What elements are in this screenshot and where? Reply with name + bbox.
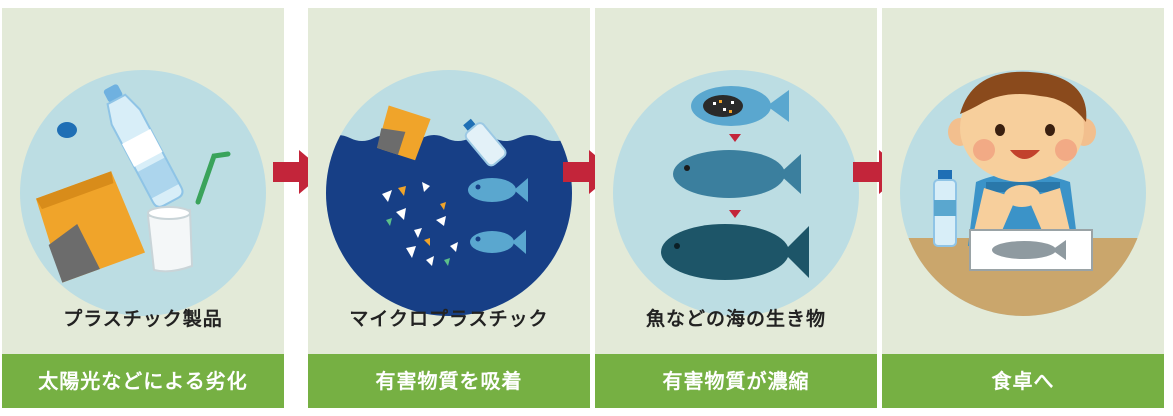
panel-sea-creatures: 魚などの海の生き物 有害物質が濃縮 (595, 8, 877, 408)
panel-label: 魚などの海の生き物 (645, 308, 826, 330)
child-eating-icon (900, 71, 1146, 316)
plastic-cup-icon (146, 206, 194, 273)
panel-bar: 太陽光などによる劣化 (2, 354, 284, 408)
plastic-products-illustration (20, 70, 266, 316)
plastic-bottle-icon (463, 118, 507, 167)
panel-label: プラスチック製品 (63, 308, 223, 330)
fish-icon (470, 230, 526, 254)
plastic-bottle-icon (103, 84, 184, 208)
child-eating-illustration (900, 70, 1146, 316)
fish-icon (691, 86, 789, 126)
panel-label: マイクロプラスチック (349, 308, 549, 330)
straw-icon (195, 151, 231, 205)
fish-icon (468, 178, 528, 202)
ocean-icon (326, 135, 572, 316)
bottle-cap-icon (57, 122, 77, 138)
panel-dining-table: 食卓へ (882, 8, 1164, 408)
sea-creatures-illustration (613, 70, 859, 316)
panel-microplastics: マイクロプラスチック 有害物質を吸着 (308, 8, 590, 408)
microplastics-illustration (326, 70, 572, 316)
fish-icon (661, 224, 809, 280)
panel-bar: 有害物質が濃縮 (595, 354, 877, 408)
panel-bar: 食卓へ (882, 354, 1164, 408)
panel-bar: 有害物質を吸着 (308, 354, 590, 408)
snack-bag-icon (35, 171, 146, 283)
panel-plastic-products: プラスチック製品 太陽光などによる劣化 (2, 8, 284, 408)
plastic-bottle-icon (933, 170, 957, 247)
fish-icon (673, 150, 801, 198)
